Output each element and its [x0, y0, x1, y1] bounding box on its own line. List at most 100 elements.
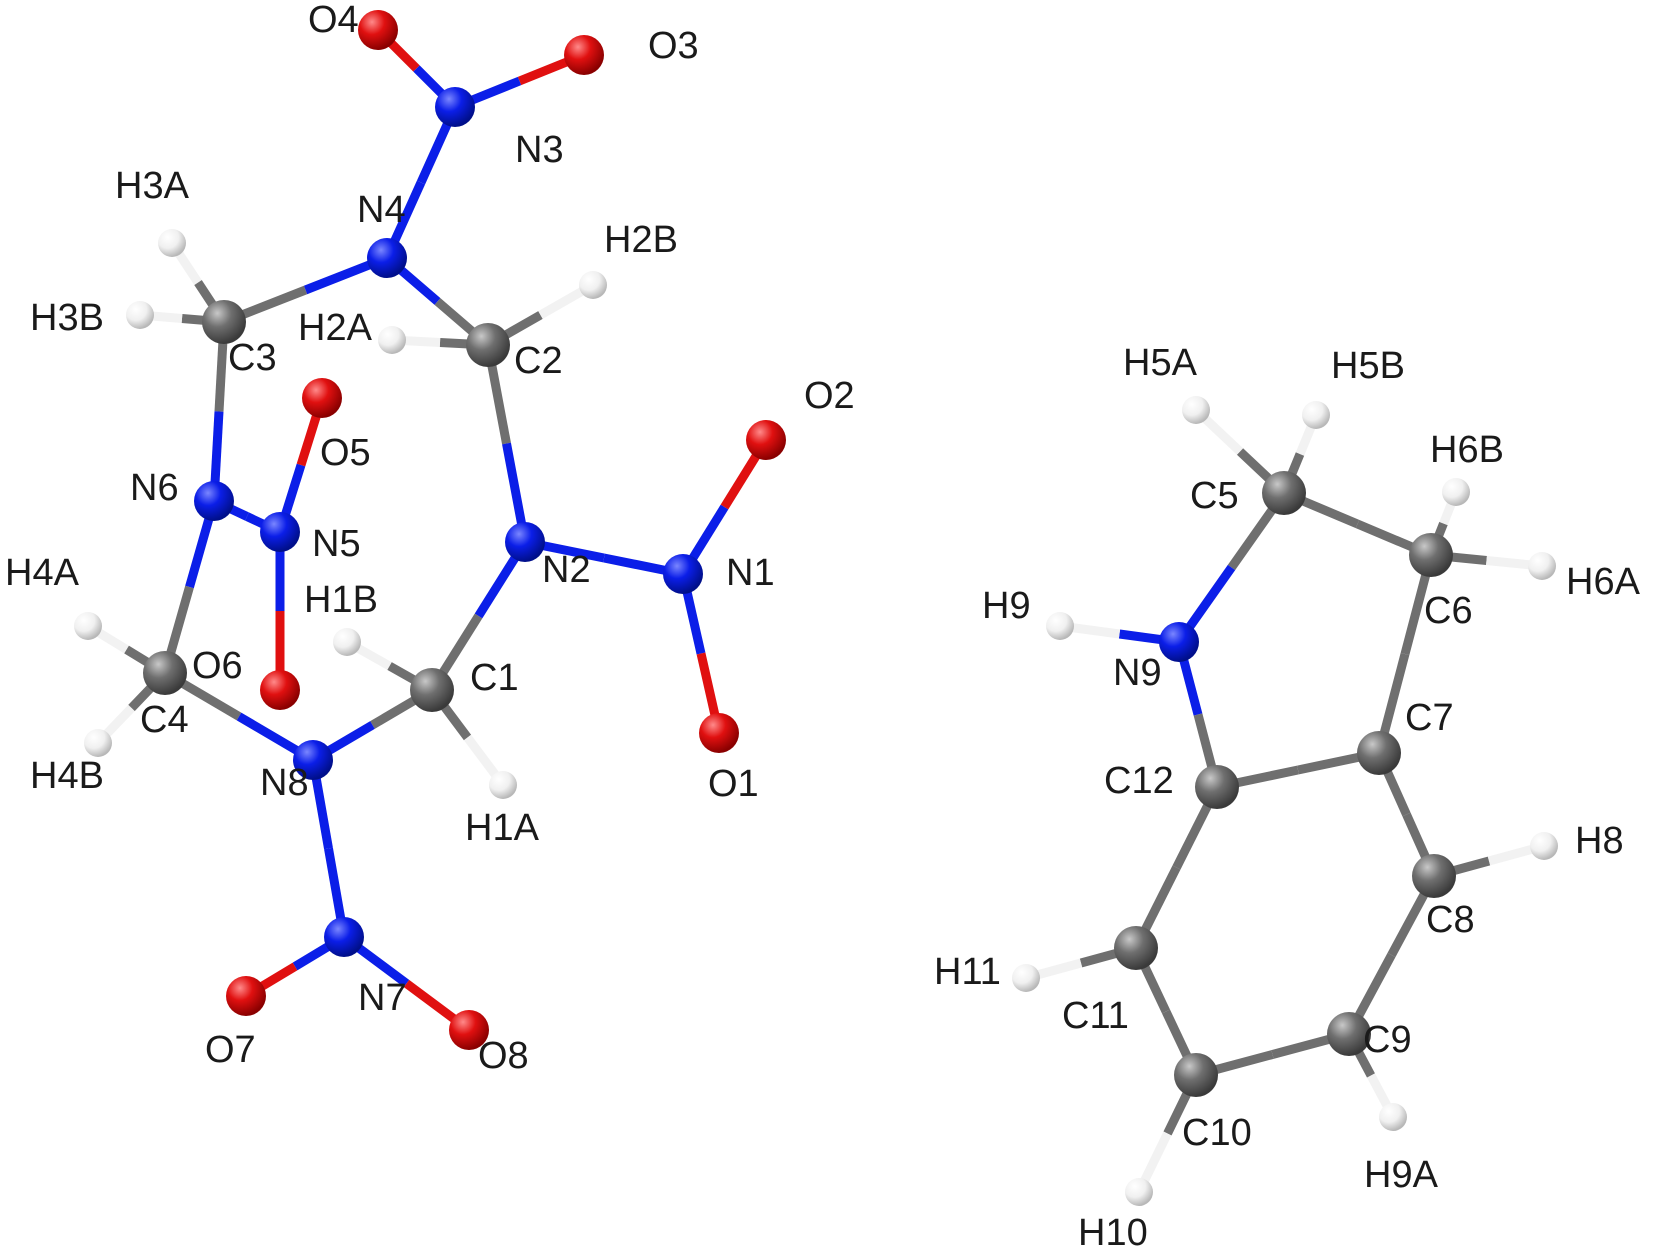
- atom-h1a: [489, 771, 517, 799]
- atom-o8: [449, 1010, 489, 1050]
- atom-o1: [699, 713, 739, 753]
- atom-n4: [367, 238, 407, 278]
- atom-label-c12: C12: [1104, 760, 1174, 802]
- bond-n8-n7: [308, 759, 349, 938]
- atom-label-n9: N9: [1113, 652, 1162, 694]
- atom-h6a: [1528, 552, 1556, 580]
- atom-h4b: [84, 729, 112, 757]
- atom-label-c8: C8: [1426, 899, 1475, 941]
- bond-o3-n3: [453, 50, 586, 112]
- atom-label-o5: O5: [320, 432, 371, 474]
- atom-label-h9a: H9A: [1364, 1154, 1439, 1196]
- atom-label-n7: N7: [358, 977, 407, 1019]
- atom-label-h4b: H4B: [30, 755, 104, 797]
- atom-n3: [435, 87, 475, 127]
- atom-label-h6b: H6B: [1430, 429, 1504, 471]
- atom-h8: [1530, 832, 1558, 860]
- atom-c6: [1409, 533, 1453, 577]
- atom-label-o3: O3: [648, 25, 699, 67]
- atom-label-h1b: H1B: [304, 579, 378, 621]
- bond-c11-c12: [1131, 784, 1222, 951]
- atom-o6: [260, 670, 300, 710]
- atom-label-c11: C11: [1062, 995, 1129, 1037]
- atom-n6: [194, 481, 234, 521]
- atom-c9: [1327, 1012, 1371, 1056]
- atom-h6b: [1442, 478, 1470, 506]
- atom-c11: [1114, 926, 1158, 970]
- atom-label-h10: H10: [1078, 1212, 1148, 1250]
- atom-label-c10: C10: [1182, 1112, 1252, 1154]
- atom-label-c2: C2: [514, 340, 563, 382]
- bond-c8-c9: [1345, 873, 1438, 1037]
- atom-label-c7: C7: [1405, 697, 1454, 739]
- atom-c12: [1195, 765, 1239, 809]
- bond-c9-c10: [1194, 1029, 1351, 1080]
- atom-label-n2: N2: [542, 549, 591, 591]
- atom-h9a: [1379, 1103, 1407, 1131]
- atom-o2: [746, 420, 786, 460]
- bond-n1-o1: [678, 573, 724, 734]
- atom-h11: [1012, 964, 1040, 992]
- atom-c2: [466, 323, 510, 367]
- atom-label-n4: N4: [357, 189, 406, 231]
- atom-h9: [1046, 612, 1074, 640]
- atom-label-h9: H9: [982, 585, 1031, 627]
- atom-label-o2: O2: [804, 375, 855, 417]
- atom-label-h5a: H5A: [1123, 342, 1198, 384]
- atom-label-o1: O1: [708, 763, 759, 805]
- atom-h1b: [333, 628, 361, 656]
- bond-n3-n4: [382, 105, 460, 260]
- atom-c7: [1357, 731, 1401, 775]
- atom-label-h2a: H2A: [298, 307, 373, 349]
- atom-n2: [505, 522, 545, 562]
- atom-label-c5: C5: [1190, 475, 1239, 517]
- atom-c4: [143, 651, 187, 695]
- atom-h5b: [1302, 401, 1330, 429]
- atom-o5: [302, 378, 342, 418]
- atom-label-h8: H8: [1575, 820, 1624, 862]
- atom-n9: [1159, 622, 1199, 662]
- atom-label-o7: O7: [205, 1029, 256, 1071]
- atom-c5: [1262, 471, 1306, 515]
- bond-n9-c12: [1174, 640, 1222, 789]
- atom-label-h4a: H4A: [5, 552, 80, 594]
- atom-label-h3b: H3B: [30, 297, 104, 339]
- atom-label-c9: C9: [1363, 1019, 1412, 1061]
- atom-h5a: [1182, 396, 1210, 424]
- atoms-layer: [74, 10, 1558, 1206]
- atom-h2b: [579, 271, 607, 299]
- atom-label-h2b: H2B: [604, 219, 678, 261]
- atom-n5: [260, 512, 300, 552]
- atom-c1: [410, 668, 454, 712]
- atom-o7: [226, 976, 266, 1016]
- atom-label-n1: N1: [726, 552, 775, 594]
- atom-c10: [1174, 1053, 1218, 1097]
- bond-c12-c7: [1216, 748, 1380, 792]
- atom-n7: [324, 917, 364, 957]
- atom-h3a: [158, 229, 186, 257]
- atom-c8: [1412, 854, 1456, 898]
- atom-n1: [663, 554, 703, 594]
- atom-label-o6: O6: [192, 645, 243, 687]
- atom-label-n6: N6: [130, 467, 179, 509]
- atom-label-c4: C4: [140, 699, 189, 741]
- atom-h2a: [378, 326, 406, 354]
- atom-h10: [1125, 1178, 1153, 1206]
- bond-n5-o5: [275, 396, 327, 534]
- atom-o4: [358, 10, 398, 50]
- bond-c3-n6: [209, 321, 229, 502]
- atom-o3: [564, 35, 604, 75]
- atom-label-o8: O8: [478, 1035, 529, 1077]
- atom-label-c6: C6: [1424, 590, 1473, 632]
- atom-label-n5: N5: [312, 523, 361, 565]
- atom-label-h5b: H5B: [1331, 345, 1405, 387]
- atom-label-n8: N8: [260, 762, 309, 804]
- atom-label-h11: H11: [934, 951, 1001, 993]
- atom-label-o4: O4: [308, 0, 359, 41]
- atom-label-h1a: H1A: [465, 807, 540, 849]
- atom-label-h3a: H3A: [115, 165, 190, 207]
- bond-c5-c6: [1282, 488, 1433, 560]
- atom-label-h6a: H6A: [1566, 561, 1641, 603]
